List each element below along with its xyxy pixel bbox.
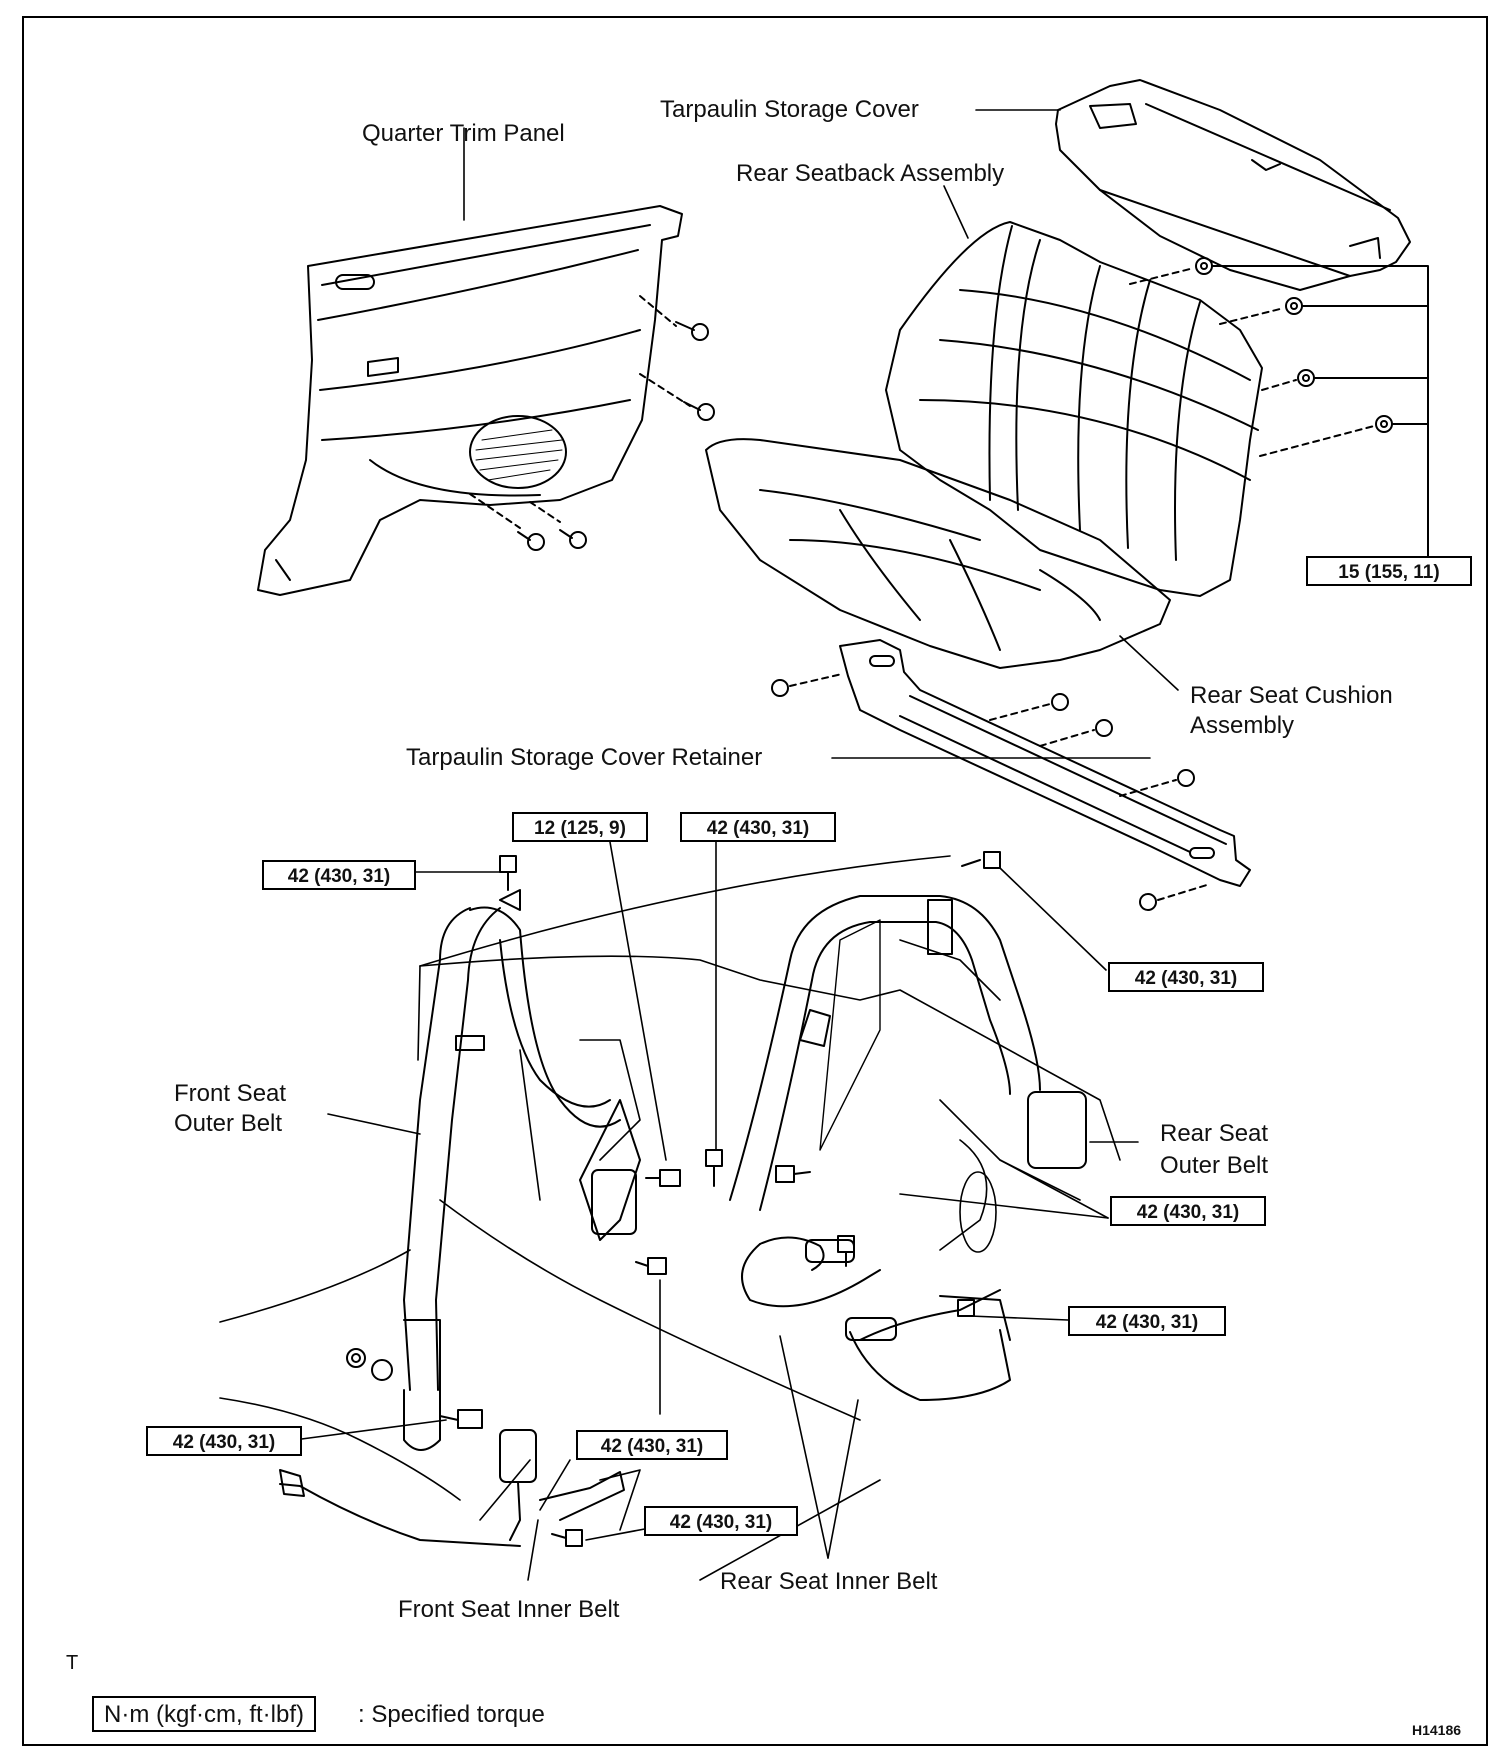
torque-box-bottom-center: 42 (430, 31) [576, 1430, 728, 1460]
torque-box-bottom-inner: 42 (430, 31) [644, 1506, 798, 1536]
rear-seat-cushion-drawing [705, 438, 1171, 669]
figure-id: H14186 [1412, 1722, 1462, 1738]
diagram-frame [22, 16, 1488, 1746]
label-front-seat-inner-belt: Front Seat Inner Belt [398, 1596, 620, 1623]
label-front-seat-outer-belt-line2: Outer Belt [174, 1110, 283, 1137]
torque-box-top-center: 42 (430, 31) [680, 812, 836, 842]
quarter-trim-panel-drawing [257, 205, 683, 596]
label-rear-seat-cushion-line1: Rear Seat Cushion [1190, 682, 1393, 709]
label-tarpaulin-storage-cover: Tarpaulin Storage Cover [660, 96, 919, 123]
trim-panel-screws [469, 295, 715, 551]
retainer-screws [771, 673, 1211, 911]
torque-legend-description: : Specified torque [358, 1701, 545, 1728]
label-rear-seatback-assembly: Rear Seatback Assembly [736, 160, 1005, 187]
leader-lines [293, 109, 1179, 1581]
torque-box-bottom-left: 42 (430, 31) [146, 1426, 302, 1456]
label-rear-seat-inner-belt: Rear Seat Inner Belt [720, 1568, 938, 1595]
corner-mark: T [66, 1652, 79, 1674]
label-rear-seat-outer-belt-line2: Outer Belt [1160, 1152, 1269, 1179]
label-front-seat-outer-belt-line1: Front Seat [174, 1080, 287, 1107]
front-seat-outer-belt-drawing [403, 889, 641, 1451]
seatback-nuts [1129, 257, 1429, 561]
torque-box-12: 12 (125, 9) [512, 812, 648, 842]
torque-box-top-left: 42 (430, 31) [262, 860, 416, 890]
label-quarter-trim-panel: Quarter Trim Panel [362, 120, 565, 147]
vehicle-body-shell [219, 855, 1121, 1581]
rear-seatback-drawing [885, 221, 1263, 597]
label-tarpaulin-storage-cover-retainer: Tarpaulin Storage Cover Retainer [406, 744, 763, 771]
label-rear-seat-cushion-line2: Assembly [1190, 712, 1295, 739]
tarpaulin-storage-cover-drawing [1055, 79, 1411, 291]
torque-box-right-mid: 42 (430, 31) [1110, 1196, 1266, 1226]
torque-box-right-lower: 42 (430, 31) [1068, 1306, 1226, 1336]
rear-seat-inner-belt-drawing [741, 1236, 1011, 1401]
label-rear-seat-outer-belt-line1: Rear Seat [1160, 1120, 1269, 1147]
torque-unit-legend: N·m (kgf·cm, ft·lbf) [92, 1696, 316, 1732]
rear-seat-outer-belt-drawing [729, 895, 1087, 1211]
front-seat-inner-belt-drawing [279, 1429, 625, 1547]
torque-box-seatback-nuts: 15 (155, 11) [1306, 556, 1472, 586]
torque-box-right-upper: 42 (430, 31) [1108, 962, 1264, 992]
tarpaulin-storage-cover-retainer-drawing [839, 639, 1251, 887]
belt-bolts [346, 851, 1001, 1547]
